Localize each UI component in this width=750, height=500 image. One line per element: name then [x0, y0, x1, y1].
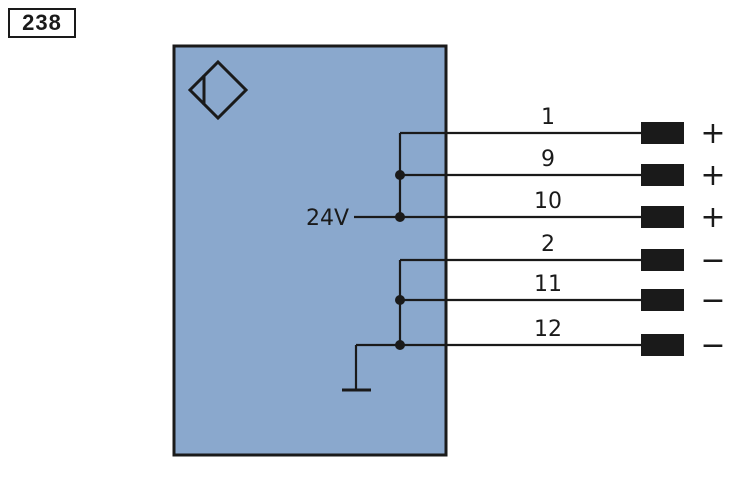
polarity-pin-9: +: [700, 158, 725, 193]
junction-dot: [395, 295, 405, 305]
wire-pin-10: 10 +: [400, 189, 726, 235]
polarity-pin-11: −: [700, 283, 725, 318]
connector-pin-10: [641, 206, 684, 228]
connector-pin-9: [641, 164, 684, 186]
polarity-pin-2: −: [700, 243, 725, 278]
wire-pin-11: 11 −: [400, 272, 726, 318]
pin-number-1: 1: [541, 105, 555, 130]
pin-number-12: 12: [534, 317, 562, 342]
figure-number: 238: [8, 8, 76, 38]
connector-pin-2: [641, 249, 684, 271]
sensor-symbol-icon: [187, 59, 249, 121]
supply-voltage-label: 24V: [306, 206, 349, 231]
connector-pin-12: [641, 334, 684, 356]
polarity-pin-12: −: [700, 328, 725, 363]
junction-dots: [395, 170, 405, 350]
junction-dot: [395, 340, 405, 350]
sensor-housing: [172, 44, 448, 457]
pin-number-10: 10: [534, 189, 562, 214]
junction-dot: [395, 212, 405, 222]
polarity-pin-1: +: [700, 116, 725, 151]
wire-pin-12: 12 −: [400, 317, 726, 363]
wire-pin-9: 9 +: [400, 147, 726, 193]
connector-pin-1: [641, 122, 684, 144]
pin-number-2: 2: [541, 232, 555, 257]
wire-pin-2: 2 −: [400, 232, 726, 278]
polarity-pin-10: +: [700, 200, 725, 235]
pin-number-11: 11: [534, 272, 562, 297]
connector-pin-11: [641, 289, 684, 311]
junction-dot: [395, 170, 405, 180]
pin-number-9: 9: [541, 147, 555, 172]
wire-pin-1: 1 +: [400, 105, 726, 151]
